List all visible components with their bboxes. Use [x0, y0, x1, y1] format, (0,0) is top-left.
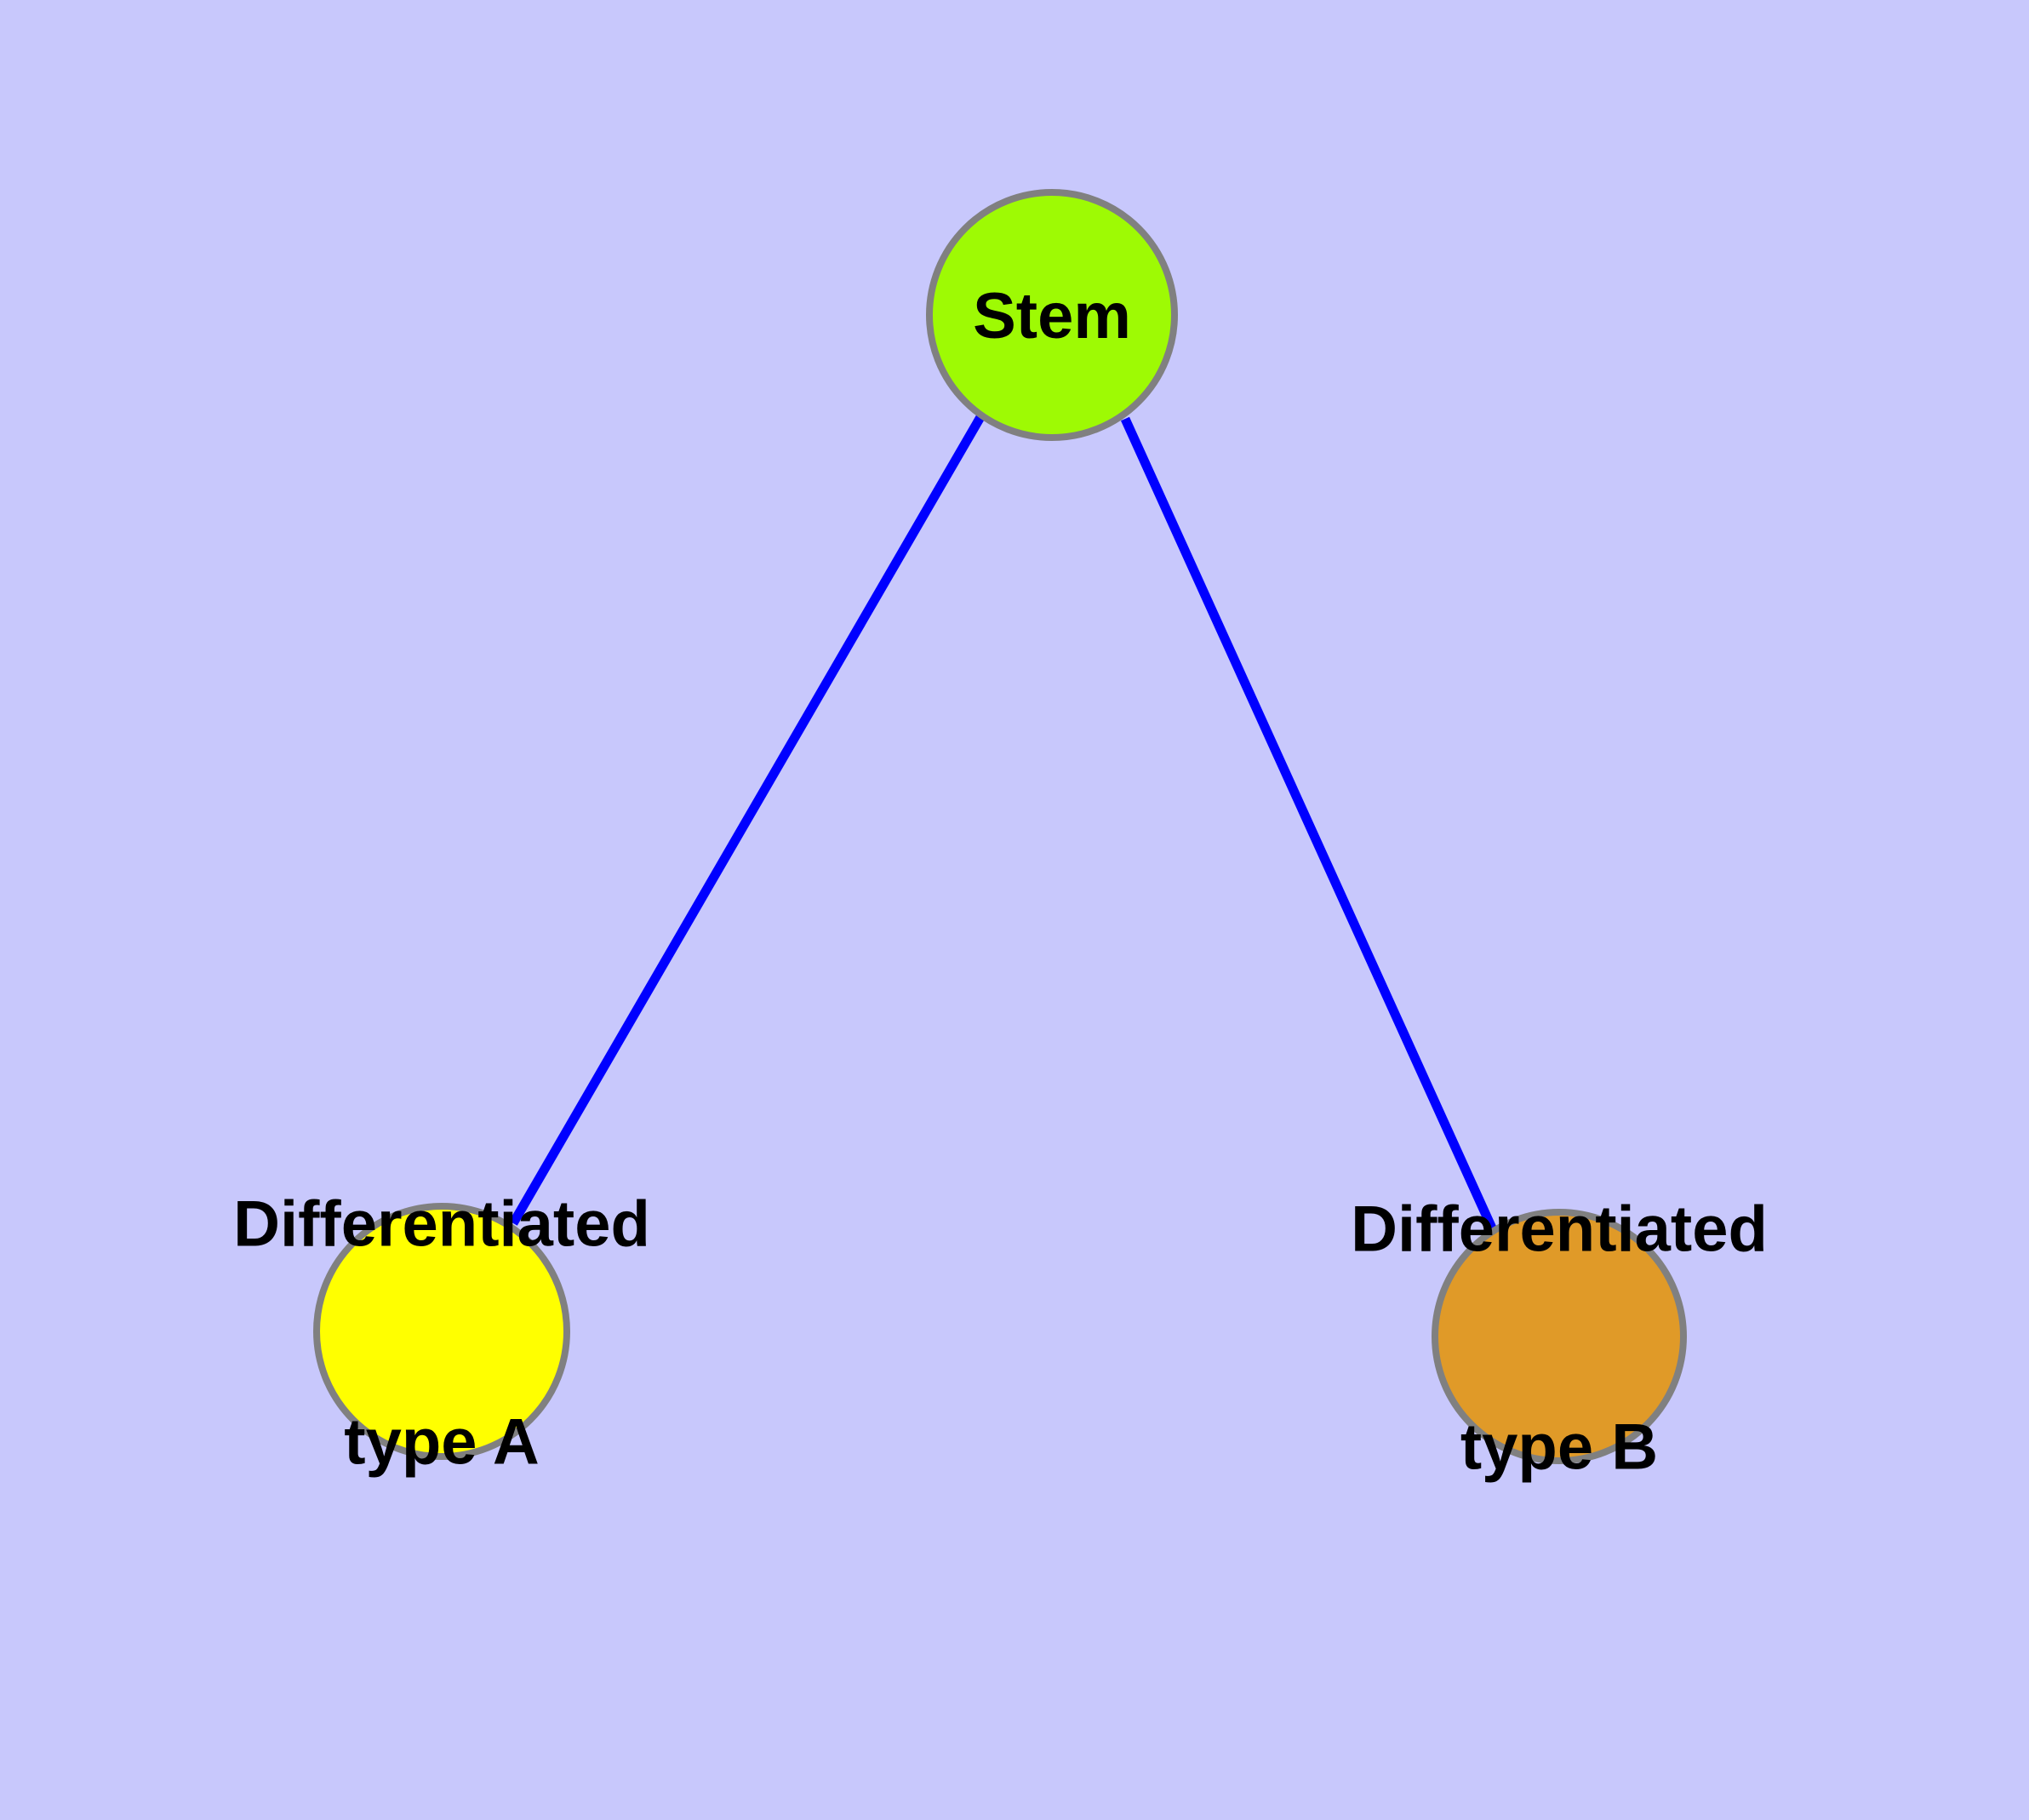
node-differentiated-type-a[interactable] — [313, 1203, 570, 1460]
node-stem[interactable] — [926, 189, 1178, 441]
edge-stem-to-differentiated-type-a[interactable] — [509, 415, 985, 1226]
edge-stem-to-differentiated-type-b[interactable] — [1120, 416, 1499, 1234]
node-differentiated-type-b[interactable] — [1432, 1209, 1687, 1464]
